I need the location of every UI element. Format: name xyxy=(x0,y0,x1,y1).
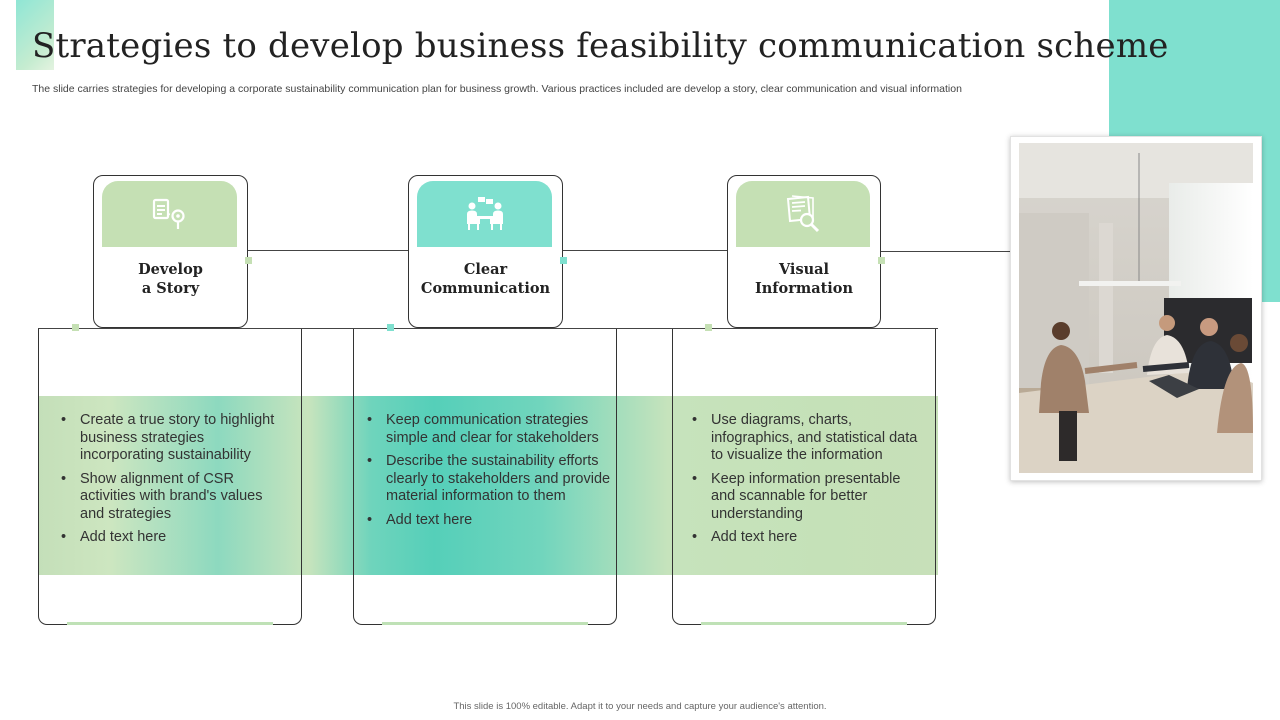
icon-tab xyxy=(102,181,237,247)
card-develop-story: Develop a Story xyxy=(93,175,248,328)
card-visual-information: Visual Information xyxy=(727,175,881,328)
accent-square xyxy=(705,324,712,331)
icon-tab xyxy=(736,181,870,247)
list-item: Describe the sustainability efforts clea… xyxy=(366,453,611,506)
list-item: Add text here xyxy=(60,529,285,547)
business-meeting-photo xyxy=(1019,143,1253,473)
list-item: Add text here xyxy=(691,529,925,547)
content-card xyxy=(38,329,302,625)
card-bottom-accent xyxy=(67,622,273,625)
connector-line xyxy=(247,250,408,251)
footer-note: This slide is 100% editable. Adapt it to… xyxy=(453,701,827,712)
icon-tab xyxy=(417,181,552,247)
accent-square xyxy=(878,257,885,264)
meeting-icon xyxy=(466,197,503,230)
story-map-icon xyxy=(152,198,185,229)
list-item: Keep information presentable and scannab… xyxy=(691,471,925,524)
card-label: Clear Communication xyxy=(420,261,551,297)
accent-block-corner xyxy=(16,0,54,70)
card-label: Visual Information xyxy=(754,261,854,297)
card-clear-communication: Clear Communication xyxy=(408,175,563,328)
list-item: Add text here xyxy=(366,512,611,530)
card-bottom-accent xyxy=(701,622,907,625)
accent-square xyxy=(387,324,394,331)
photo-frame xyxy=(1010,136,1262,481)
bullet-list-communication: Keep communication strategies simple and… xyxy=(366,412,611,535)
accent-square xyxy=(72,324,79,331)
list-item: Show alignment of CSR activities with br… xyxy=(60,471,285,524)
list-item: Use diagrams, charts, infographics, and … xyxy=(691,412,925,465)
accent-square xyxy=(560,257,567,264)
list-item: Create a true story to highlight busines… xyxy=(60,412,285,465)
content-card xyxy=(353,329,617,625)
bullet-list-story: Create a true story to highlight busines… xyxy=(60,412,285,553)
connector-line xyxy=(880,251,1010,252)
slide-subtitle: The slide carries strategies for develop… xyxy=(32,83,962,95)
content-card xyxy=(672,329,936,625)
card-bottom-accent xyxy=(382,622,588,625)
accent-square xyxy=(245,257,252,264)
document-search-icon xyxy=(786,195,820,233)
card-label: Develop a Story xyxy=(138,261,203,297)
container-top-line xyxy=(38,328,938,329)
list-item: Keep communication strategies simple and… xyxy=(366,412,611,447)
connector-line xyxy=(562,250,727,251)
slide-title: Strategies to develop business feasibili… xyxy=(32,26,1169,66)
bullet-list-visual: Use diagrams, charts, infographics, and … xyxy=(691,412,925,553)
